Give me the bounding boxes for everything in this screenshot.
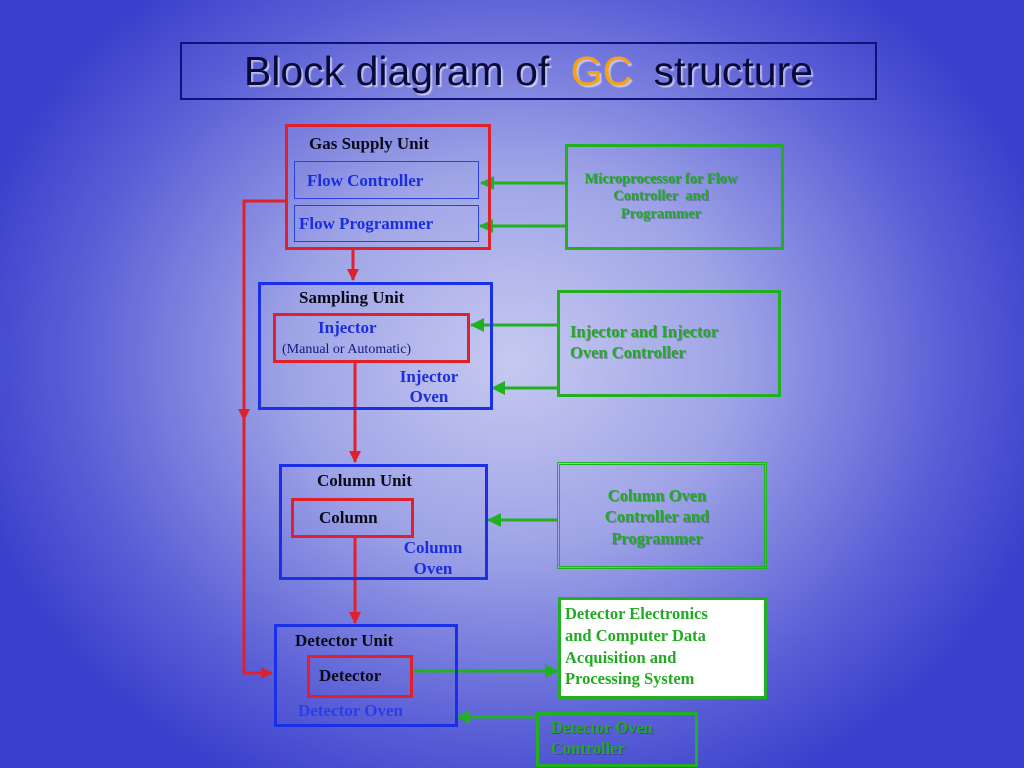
detector-oven-controller-box [536, 712, 698, 767]
arrow-gas-bypass-to-detector [242, 199, 286, 679]
column-label: Column [319, 508, 378, 527]
detector-oven-controller-label: Detector Oven Controller [551, 718, 653, 759]
detector-unit-box [274, 624, 458, 727]
column-oven-label: Column Oven [403, 538, 463, 579]
title-suffix: structure [642, 47, 814, 94]
detector-label: Detector [319, 666, 382, 685]
detector-electronics-box [558, 597, 767, 699]
flow-controller-box [294, 161, 479, 199]
title-prefix: Block diagram of [243, 47, 561, 94]
detector-oven-label: Detector Oven [298, 701, 403, 720]
column-controller-box [557, 462, 767, 569]
injector-mode-label: (Manual or Automatic) [282, 342, 412, 357]
injector-label: Injector [318, 318, 377, 337]
flow-programmer-box [294, 205, 479, 242]
column-unit-title: Column Unit [317, 471, 412, 490]
column-controller-label: Column Oven Controller and Programmer [604, 486, 710, 548]
column-box [291, 498, 414, 538]
detector-electronics-label: Detector Electronics and Computer Data A… [565, 604, 708, 689]
detector-box [307, 655, 413, 698]
microprocessor-label: Microprocessor for Flow Controller and P… [584, 171, 738, 222]
page-title: Block diagram of GC structure [180, 42, 877, 100]
sampling-unit-box [258, 282, 493, 410]
title-highlight: GC [570, 47, 633, 94]
microprocessor-box [565, 144, 784, 250]
detector-unit-title: Detector Unit [295, 631, 394, 650]
injector-controller-box [557, 290, 781, 397]
injector-box [273, 313, 470, 363]
sampling-unit-title: Sampling Unit [299, 288, 405, 307]
gas-supply-unit-box [285, 124, 491, 250]
injector-controller-label: Injector and Injector Oven Controller [570, 322, 719, 363]
gas-supply-unit-title: Gas Supply Unit [309, 134, 429, 153]
flow-programmer-label: Flow Programmer [299, 214, 434, 233]
column-unit-box [279, 464, 488, 580]
flow-controller-label: Flow Controller [307, 171, 424, 190]
injector-oven-label: Injector Oven [399, 367, 459, 407]
